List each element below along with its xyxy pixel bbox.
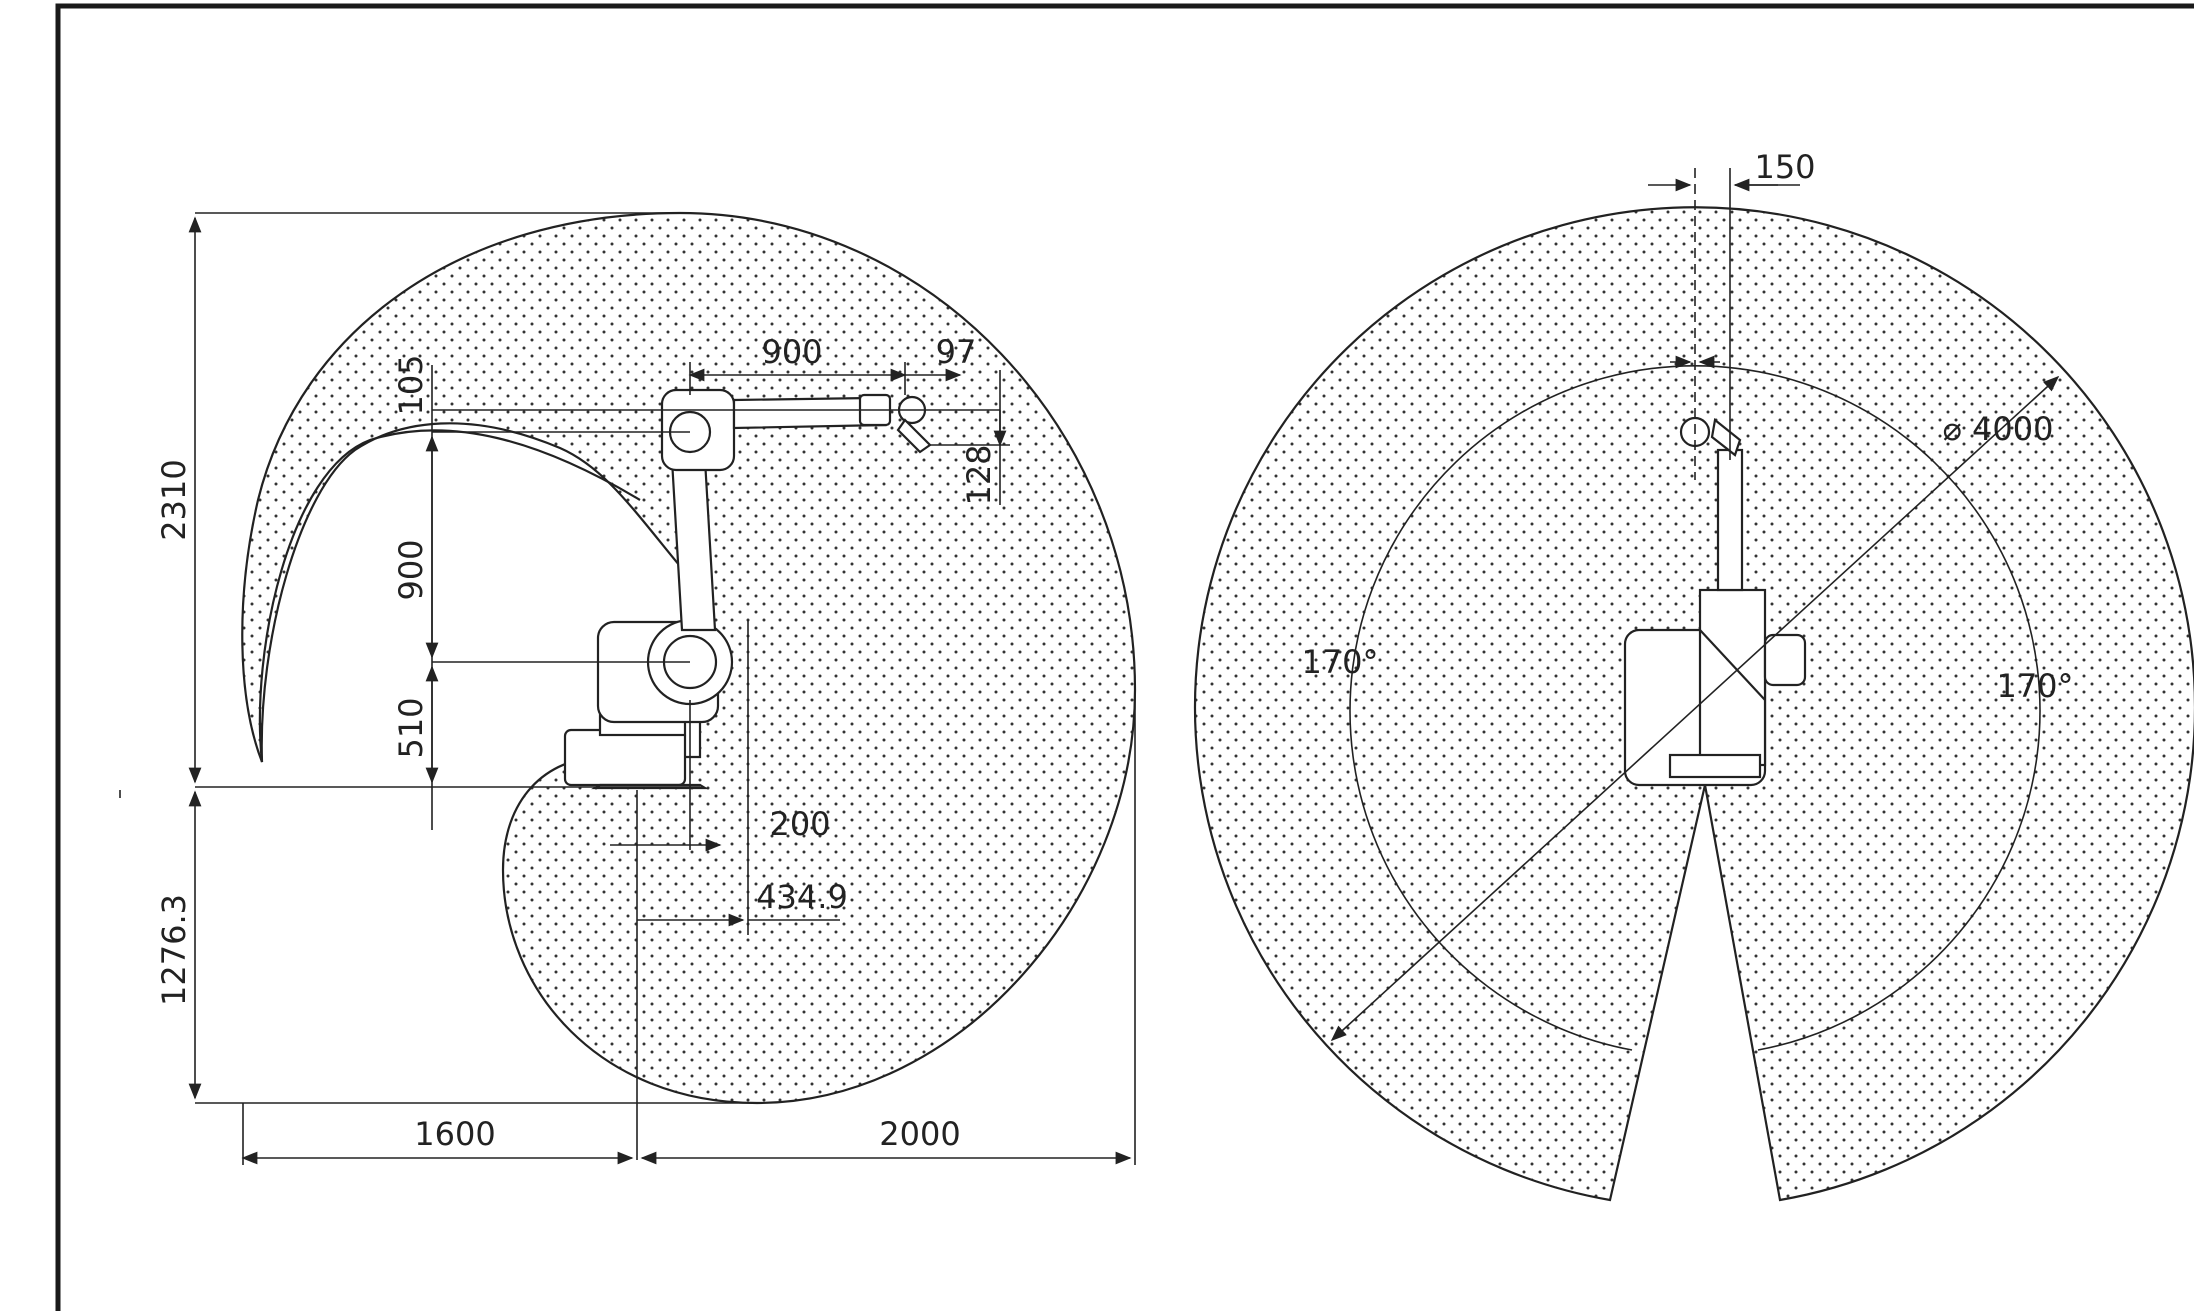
dim-200: 200 [769, 805, 830, 843]
side-inner-boundary [258, 429, 641, 763]
drawing-frame [55, 3, 2194, 1311]
dim-150: 150 [1754, 148, 1815, 186]
angle-170-left: 170° [1301, 643, 1378, 681]
side-view: 2310 105 900 510 1276.3 1600 2000 900 97… [119, 211, 1137, 1165]
dim-128: 128 [960, 444, 998, 505]
dim-diameter-4000: ⌀ 4000 [1943, 410, 2054, 448]
dim-900-arm: 900 [761, 333, 822, 371]
dim-1600: 1600 [414, 1115, 495, 1153]
angle-170-right: 170° [1996, 667, 2073, 705]
dim-1276: 1276.3 [155, 894, 193, 1006]
dim-2000: 2000 [879, 1115, 960, 1153]
top-dimension-lines [1330, 168, 2060, 1042]
dim-105: 105 [392, 354, 430, 415]
top-view: 150 ⌀ 4000 170° 170° [1193, 148, 2194, 1202]
dim-510: 510 [392, 697, 430, 758]
dim-434-9: 434.9 [756, 878, 848, 916]
side-dimension-lines [119, 212, 1136, 1165]
dim-2310: 2310 [155, 459, 193, 540]
dim-900-vertical: 900 [392, 539, 430, 600]
dim-97: 97 [936, 333, 977, 371]
